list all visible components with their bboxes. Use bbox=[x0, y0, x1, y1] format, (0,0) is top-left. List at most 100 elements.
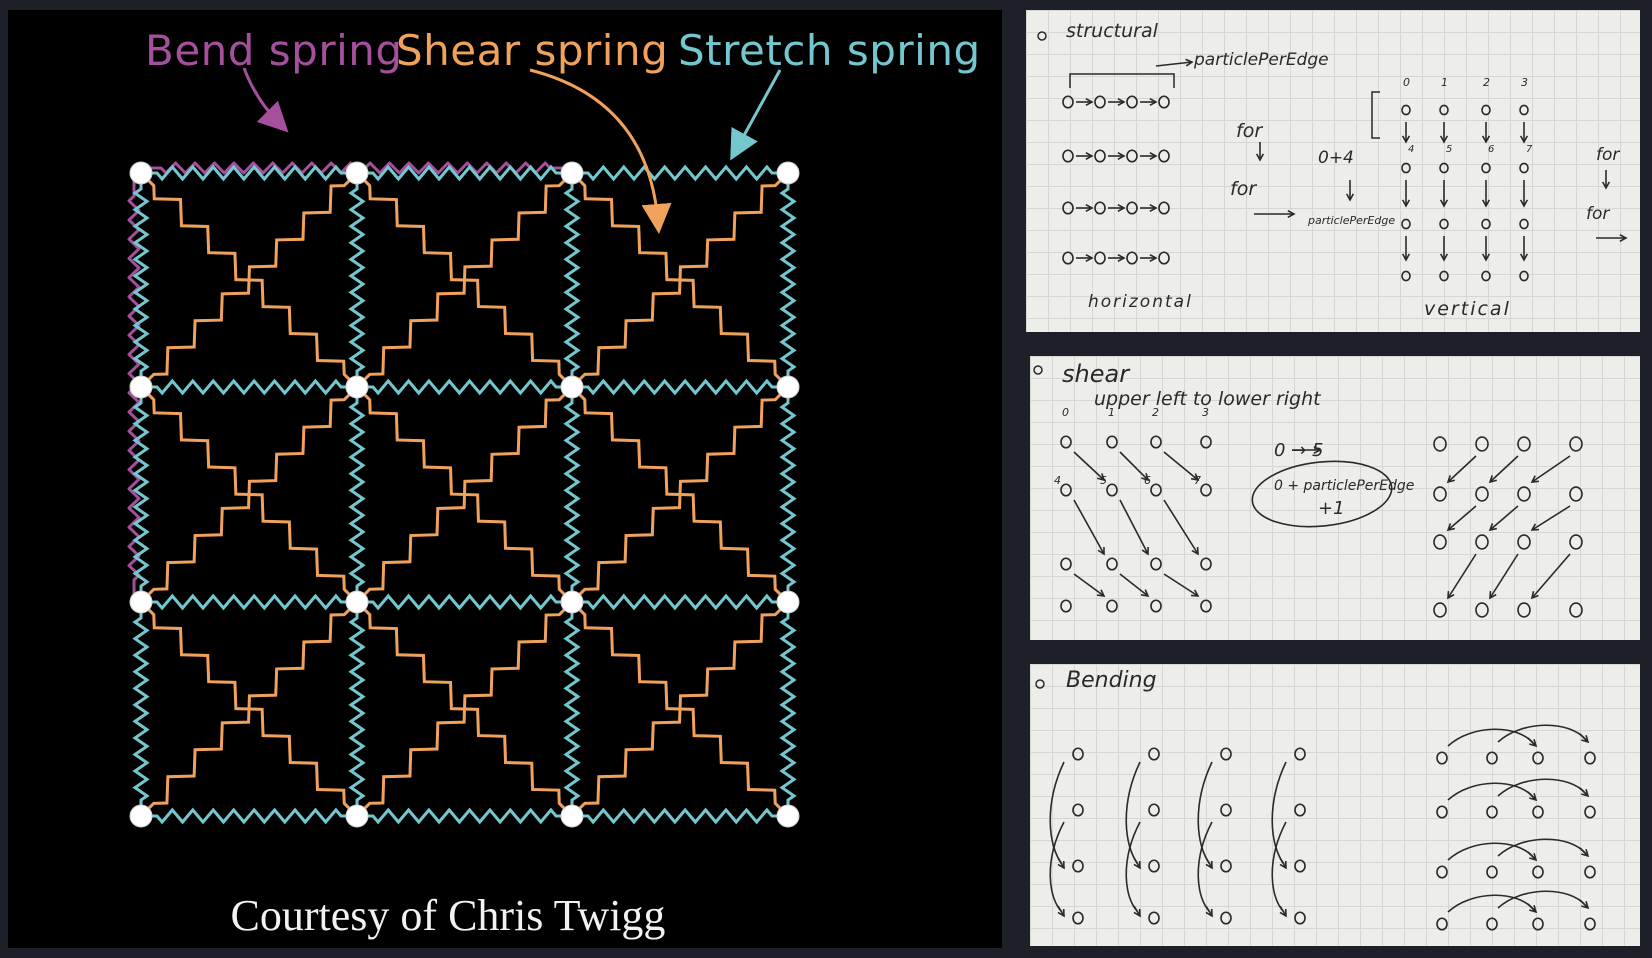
sketch-curve bbox=[1497, 724, 1587, 743]
sketch-particle bbox=[1436, 865, 1448, 879]
sketch-particle bbox=[1486, 805, 1498, 819]
stretch-spring bbox=[779, 602, 797, 816]
sketch-particle bbox=[1294, 803, 1306, 817]
sketch-particle bbox=[1060, 557, 1072, 571]
sketch-arrow bbox=[1279, 857, 1287, 869]
bullet-icon bbox=[1037, 31, 1047, 41]
sketch-arrowhead bbox=[1185, 58, 1194, 67]
sketch-arrow bbox=[1579, 847, 1589, 857]
sketch-arrowhead bbox=[1057, 908, 1065, 918]
sketch-arrowhead bbox=[1205, 908, 1213, 918]
structural-notes: structural particlePerEdge for for for f… bbox=[1026, 10, 1640, 332]
stretch-spring bbox=[563, 173, 581, 387]
sketch-arrowhead bbox=[1279, 860, 1287, 870]
sketch-curve bbox=[1497, 890, 1587, 909]
sketch-particle bbox=[1584, 865, 1596, 879]
sketch-arrowhead bbox=[1581, 735, 1590, 744]
stretch-spring bbox=[132, 387, 150, 602]
sketch-particle bbox=[1062, 201, 1074, 215]
sketch-particle bbox=[1148, 747, 1160, 761]
column-index: 2 bbox=[1483, 76, 1490, 89]
sketch-arrowhead bbox=[1149, 203, 1158, 213]
stretch-spring bbox=[779, 173, 797, 387]
sketch-particle bbox=[1519, 218, 1529, 230]
stretch-spring bbox=[132, 602, 150, 816]
sketch-arrowhead bbox=[1141, 546, 1149, 556]
sketch-arrowhead bbox=[1519, 253, 1529, 262]
sketch-particle bbox=[1433, 534, 1447, 550]
sketch-particle bbox=[1569, 486, 1583, 502]
sketch-particle bbox=[1436, 917, 1448, 931]
sketch-arrow bbox=[1073, 573, 1105, 597]
sketch-particle bbox=[1519, 270, 1529, 282]
sketch-particle bbox=[1200, 435, 1212, 449]
sketch-particle bbox=[1150, 599, 1162, 613]
sketch-particle bbox=[1106, 483, 1118, 497]
sketch-particle bbox=[1486, 865, 1498, 879]
sketch-arrowhead bbox=[1529, 853, 1538, 862]
sketch-arrowhead bbox=[1205, 860, 1213, 870]
sketch-arrow bbox=[1119, 451, 1149, 481]
particle-node bbox=[129, 375, 153, 399]
sketch-particle bbox=[1475, 534, 1489, 550]
shear-spring bbox=[139, 171, 359, 389]
sketch-curve bbox=[1447, 728, 1535, 747]
shear-title: shear bbox=[1062, 360, 1130, 388]
horizontal-label: horizontal bbox=[1088, 292, 1193, 312]
bullet-icon bbox=[1035, 679, 1045, 689]
sketch-particle bbox=[1062, 95, 1074, 109]
sketch-particle bbox=[1436, 805, 1448, 819]
sketch-particle bbox=[1060, 435, 1072, 449]
sketch-particle bbox=[1126, 251, 1138, 265]
for-label-1: for bbox=[1236, 120, 1263, 142]
row-index: 4 bbox=[1054, 474, 1061, 487]
sketch-arrowhead bbox=[1287, 209, 1296, 219]
for-label-2: for bbox=[1230, 178, 1257, 200]
particle-per-edge-label: particlePerEdge bbox=[1194, 50, 1329, 70]
sketch-arrowhead bbox=[1481, 253, 1491, 262]
sketch-arrowhead bbox=[1530, 590, 1539, 600]
particle-node bbox=[560, 161, 584, 185]
sketch-particle bbox=[1517, 534, 1531, 550]
sketch-arrowhead bbox=[1401, 135, 1411, 144]
sketch-arrowhead bbox=[1140, 589, 1150, 598]
stretch-spring bbox=[779, 387, 797, 602]
sketch-arrowhead bbox=[1581, 901, 1590, 910]
particle-node bbox=[560, 590, 584, 614]
shear-formula-line2: +1 bbox=[1318, 498, 1345, 519]
sketch-particle bbox=[1439, 104, 1449, 116]
particle-node bbox=[776, 804, 800, 828]
spring-grid bbox=[127, 67, 800, 828]
sketch-arrowhead bbox=[1133, 908, 1141, 918]
sketch-particle bbox=[1126, 149, 1138, 163]
sketch-arrow bbox=[1531, 455, 1571, 483]
shear-spring bbox=[139, 385, 359, 604]
column-index: 3 bbox=[1521, 76, 1528, 89]
sketch-curve bbox=[1271, 761, 1287, 865]
sketch-arrowhead bbox=[1488, 523, 1498, 532]
sketch-arrow bbox=[1133, 857, 1141, 869]
sketch-arrowhead bbox=[1446, 475, 1455, 484]
sketch-particle bbox=[1532, 751, 1544, 765]
column-index: 3 bbox=[1202, 406, 1209, 419]
stretch-spring bbox=[132, 173, 150, 387]
sketch-particle bbox=[1062, 251, 1074, 265]
sketch-curve bbox=[1447, 782, 1535, 801]
sketch-arrowhead bbox=[1401, 253, 1411, 262]
stretch-spring bbox=[572, 378, 788, 396]
sketch-particle bbox=[1439, 270, 1449, 282]
sketch-particle bbox=[1569, 436, 1583, 452]
shear-spring bbox=[570, 385, 790, 604]
sketch-particle bbox=[1200, 557, 1212, 571]
sketch-arrowhead bbox=[1149, 151, 1158, 161]
sketch-arrowhead bbox=[1530, 523, 1540, 531]
sketch-arrow bbox=[1163, 451, 1199, 481]
vertical-label: vertical bbox=[1424, 298, 1511, 320]
sketch-arrow bbox=[1447, 553, 1477, 599]
sketch-particle bbox=[1126, 201, 1138, 215]
sketch-arrowhead bbox=[1191, 546, 1199, 556]
sketch-particle bbox=[1401, 270, 1411, 282]
sketch-arrow bbox=[1205, 857, 1213, 869]
bend-spring-arrow bbox=[242, 67, 289, 133]
sketch-particle bbox=[1294, 911, 1306, 925]
